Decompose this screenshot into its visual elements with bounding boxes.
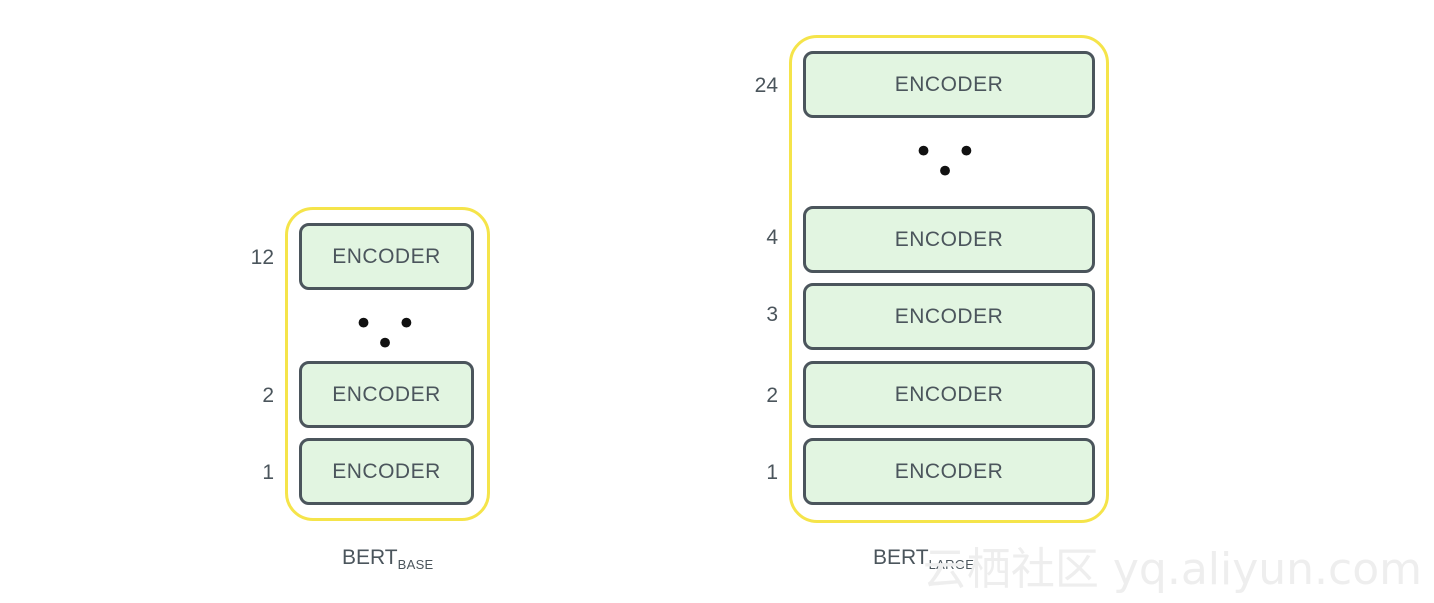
encoder-label: ENCODER — [894, 382, 1004, 406]
encoder-label: ENCODER — [894, 227, 1004, 251]
encoder-label: ENCODER — [332, 382, 441, 406]
layer-number: 24 — [754, 74, 778, 97]
model-name-subscript: LARGE — [928, 557, 975, 572]
layer-number: 4 — [766, 226, 778, 249]
encoder-label: ENCODER — [332, 244, 441, 268]
bert-base-label: BERTBASE — [342, 546, 434, 572]
layer-number: 2 — [262, 384, 274, 407]
layer-number: 1 — [262, 461, 274, 484]
encoder-block: ENCODER — [803, 283, 1095, 350]
model-name: BERT — [342, 546, 398, 569]
bert-large-stack — [789, 35, 1109, 523]
encoder-label: ENCODER — [332, 459, 441, 483]
encoder-label: ENCODER — [894, 304, 1004, 328]
layer-number: 12 — [250, 246, 274, 269]
encoder-label: ENCODER — [894, 72, 1004, 96]
bert-base-stack — [285, 207, 490, 521]
encoder-block: ENCODER — [803, 438, 1095, 505]
encoder-label: ENCODER — [894, 459, 1004, 483]
bert-large-label: BERTLARGE — [873, 546, 974, 572]
encoder-block: ENCODER — [803, 206, 1095, 273]
ellipsis: • • • — [353, 304, 423, 364]
encoder-block: ENCODER — [299, 438, 474, 505]
layer-number: 1 — [766, 461, 778, 484]
layer-number: 2 — [766, 384, 778, 407]
encoder-block: ENCODER — [803, 361, 1095, 428]
encoder-block: ENCODER — [299, 223, 474, 290]
layer-number: 3 — [766, 303, 778, 326]
encoder-block: ENCODER — [299, 361, 474, 428]
model-name-subscript: BASE — [397, 557, 434, 572]
ellipsis: • • • — [913, 132, 983, 192]
model-name: BERT — [873, 546, 929, 569]
watermark: 云栖社区 yq.aliyun.com — [922, 544, 1422, 595]
encoder-block: ENCODER — [803, 51, 1095, 118]
